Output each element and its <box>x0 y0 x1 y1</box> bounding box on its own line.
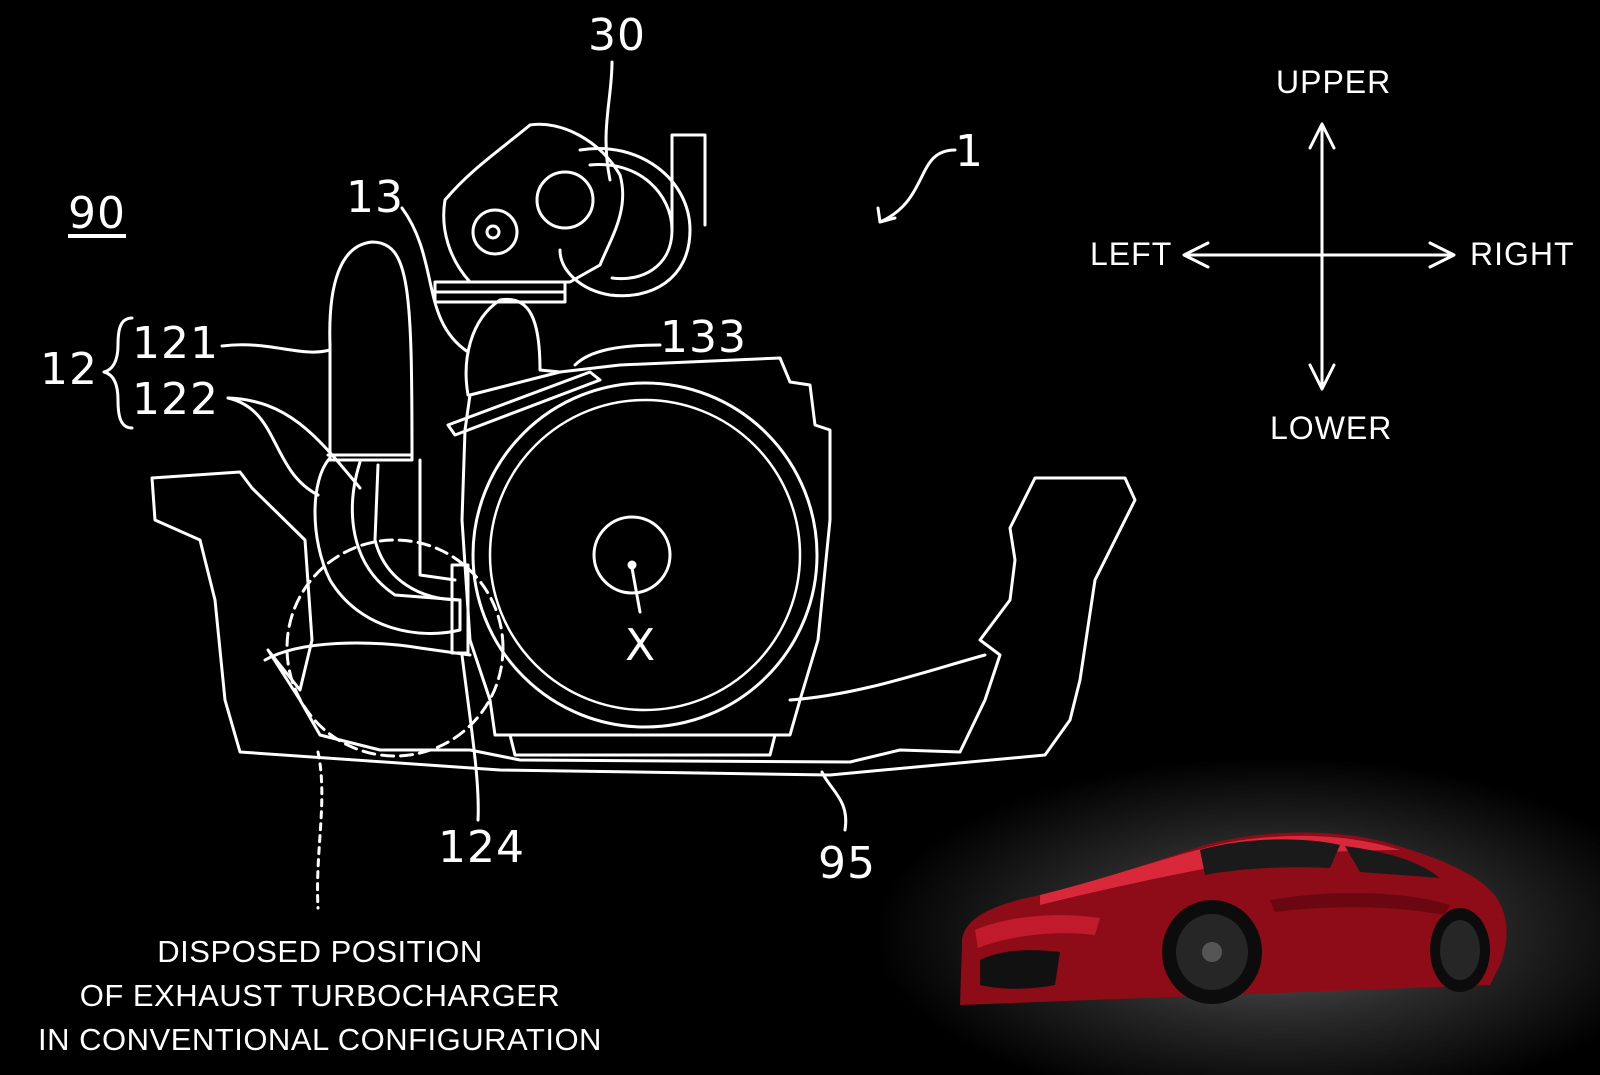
direction-lower-label: LOWER <box>1270 410 1393 446</box>
leader-1 <box>878 148 957 224</box>
ref-label-90: 90 <box>68 188 126 239</box>
brace-12 <box>102 316 134 430</box>
red-sports-car-image <box>960 832 1507 1005</box>
leader-1-arrow <box>876 206 897 224</box>
turbo-wheel-small <box>471 208 519 256</box>
leader-95 <box>820 770 848 832</box>
turbo-base-flange <box>433 280 567 304</box>
direction-arrows-icon <box>1182 122 1456 391</box>
ref-label-13: 13 <box>346 172 404 223</box>
turbo-outlet <box>670 133 707 232</box>
ref-label-95: 95 <box>818 838 876 889</box>
rotor-inner-circle <box>488 398 802 712</box>
intake-plate <box>446 370 602 437</box>
ref-label-133: 133 <box>660 312 747 363</box>
ref-label-12: 12 <box>40 344 98 395</box>
direction-right-label: RIGHT <box>1470 236 1575 272</box>
ref-label-121: 121 <box>132 318 219 369</box>
direction-upper-label: UPPER <box>1276 64 1392 100</box>
conventional-leader <box>316 750 324 910</box>
direction-left-label: LEFT <box>1090 236 1173 272</box>
eccentric-shaft-circle <box>592 515 672 595</box>
leader-122b <box>226 396 362 490</box>
mount-right-inner-curve <box>788 653 987 702</box>
conventional-turbo-position <box>285 538 505 758</box>
ref-label-122: 122 <box>132 374 219 425</box>
leader-30 <box>604 60 614 182</box>
engine-sump <box>508 733 777 757</box>
leader-122 <box>226 396 320 497</box>
intake-pipe-121 <box>328 240 414 462</box>
turbo-pipe-13 <box>464 297 562 397</box>
rotor-outer-circle <box>471 381 819 729</box>
caption-line-2: OF EXHAUST TURBOCHARGER <box>79 978 561 1013</box>
caption-line-3: IN CONVENTIONAL CONFIGURATION <box>38 1022 602 1057</box>
ref-label-30: 30 <box>588 10 646 61</box>
leader-13 <box>400 206 470 354</box>
shaft-axis-label: X <box>625 620 657 671</box>
turbocharger-30 <box>442 122 625 284</box>
exhaust-flange-124 <box>450 563 470 655</box>
exhaust-pipe-122 <box>313 456 462 635</box>
engine-housing <box>460 356 832 737</box>
leader-133 <box>573 343 662 367</box>
shaft-leader <box>630 566 642 614</box>
exhaust-pipe-tube <box>418 458 457 582</box>
turbo-scroll <box>558 147 692 298</box>
mount-inner-curve <box>263 641 472 662</box>
caption-line-1: DISPOSED POSITION <box>157 934 483 969</box>
ref-label-1: 1 <box>955 126 984 177</box>
turbo-wheel-center <box>485 224 501 240</box>
conventional-position-caption: DISPOSED POSITION OF EXHAUST TURBOCHARGE… <box>30 930 610 1062</box>
ref-label-124: 124 <box>438 822 525 873</box>
leader-124 <box>460 653 480 822</box>
turbo-wheel-large <box>535 170 595 230</box>
leader-121 <box>220 343 332 354</box>
